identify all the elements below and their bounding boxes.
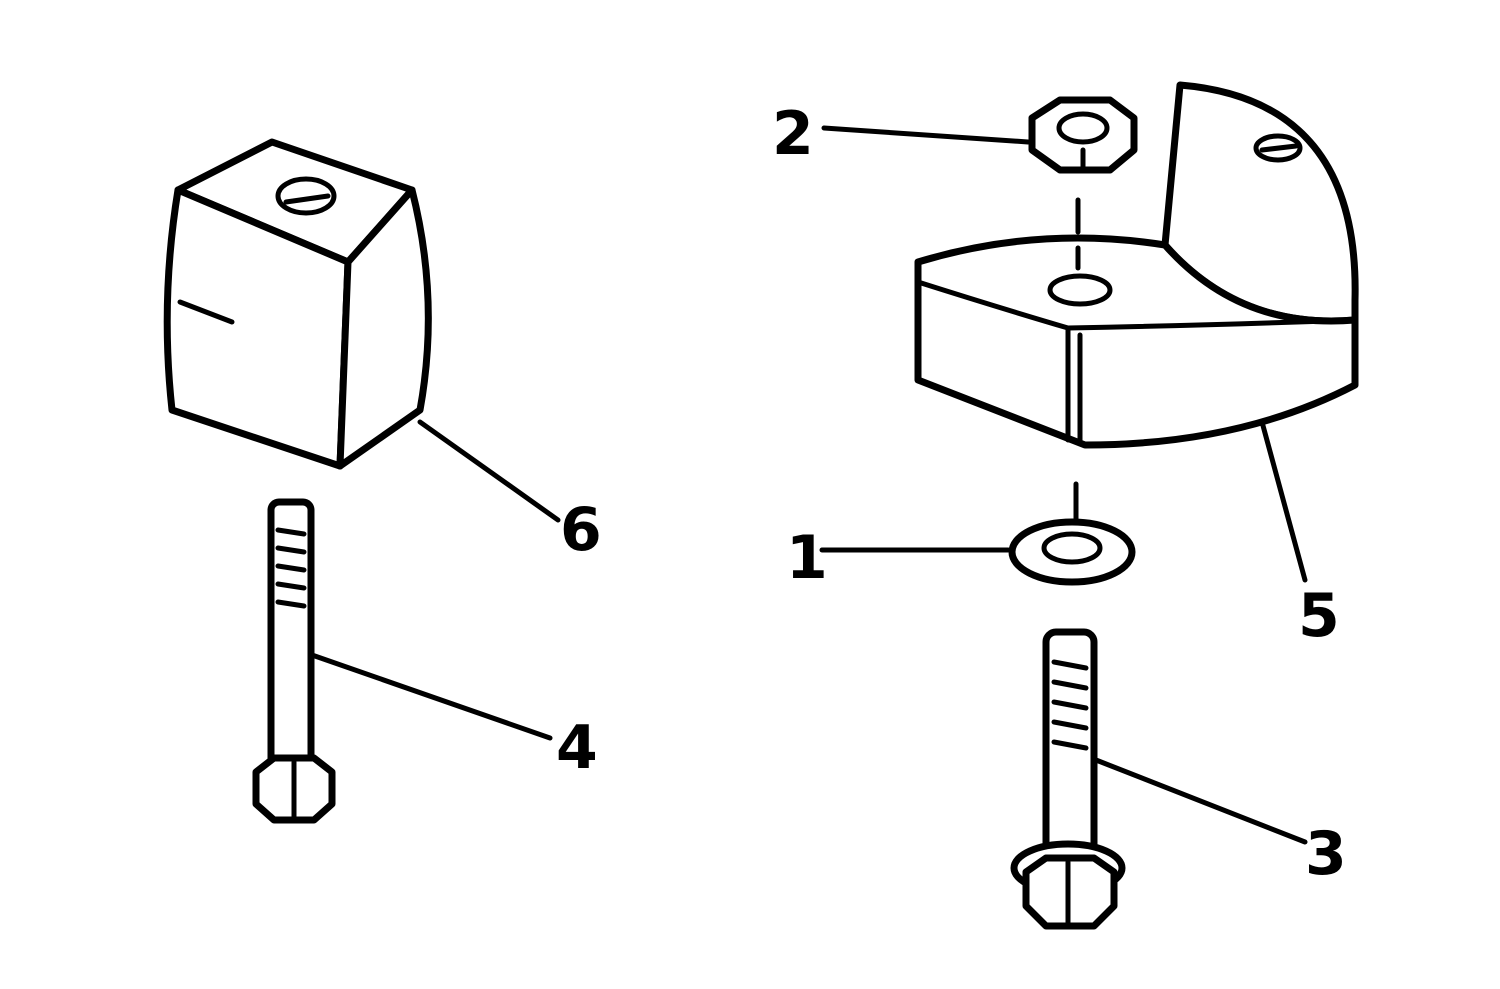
short-bolt-part: [1010, 628, 1126, 930]
callout-2-leader: [821, 125, 1031, 145]
callout-3-label: 3: [1305, 819, 1347, 889]
callout-1-label: 1: [786, 523, 828, 593]
callout-4-label: 4: [556, 713, 598, 783]
callout-2-label: 2: [772, 99, 814, 169]
hex-nut-part: [1028, 96, 1138, 271]
curved-anode-part: [914, 81, 1359, 449]
callout-4-leader: [309, 652, 553, 741]
callout-5-leader: [1259, 419, 1308, 583]
long-bolt-part: [252, 498, 336, 824]
block-anode-part: [163, 138, 432, 470]
callout-5-label: 5: [1298, 581, 1340, 651]
callout-6-leader: [417, 419, 561, 523]
washer-part: [1008, 481, 1136, 586]
callout-6-label: 6: [560, 495, 602, 565]
callout-3-leader: [1093, 757, 1308, 845]
